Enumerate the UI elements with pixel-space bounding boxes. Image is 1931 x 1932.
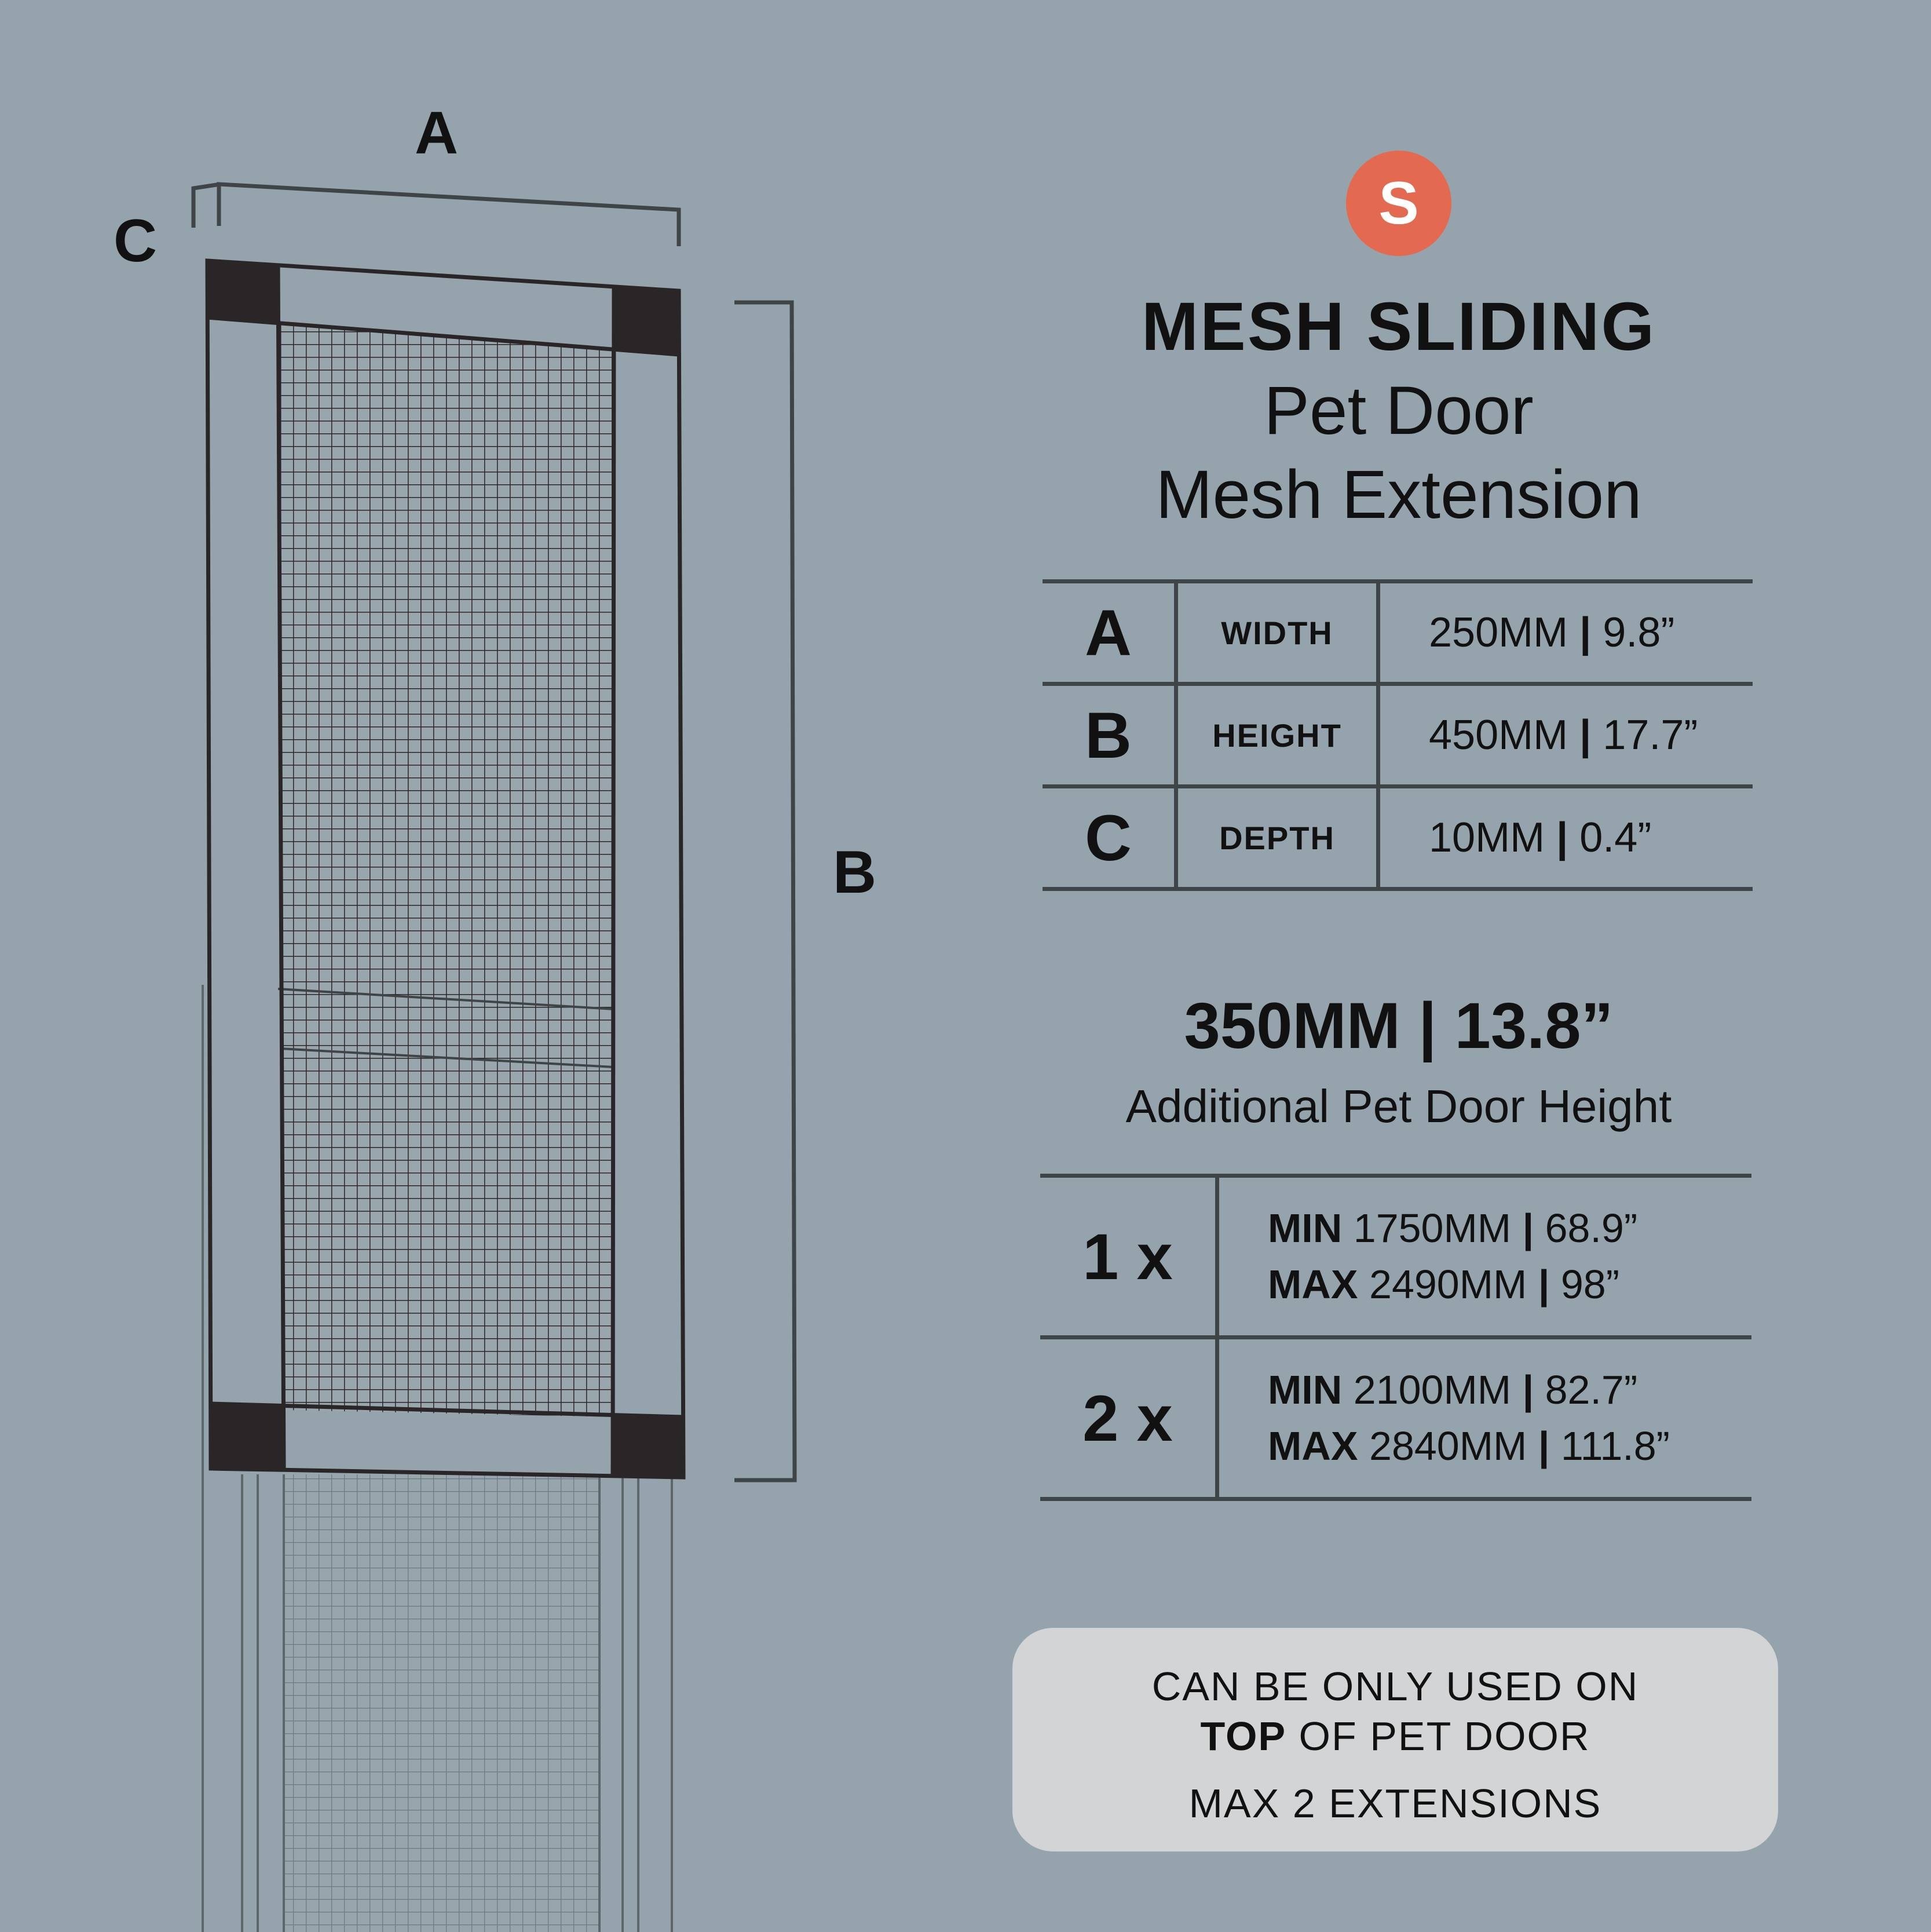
dimension-letter: B [1043,682,1178,788]
additional-height-label: Additional Pet Door Height [1125,1080,1672,1132]
extensions-table: 1 x MIN 1750MM | 68.9” MAX 2490MM | 98” … [1040,1174,1751,1501]
product-subtitle: Pet Door [1264,372,1534,449]
size-badge: S [1346,151,1451,256]
frame-corners [207,261,683,1477]
note-line-1: CAN BE ONLY USED ON [1151,1664,1639,1709]
dimension-brackets [191,182,797,1482]
note-line-3: MAX 2 EXTENSIONS [1188,1781,1602,1826]
mesh-extension-diagram [191,182,797,1932]
dimension-name: HEIGHT [1176,682,1380,788]
dimension-value: 10MM | 0.4” [1378,784,1753,891]
frame [205,258,686,1480]
dimension-letter: C [1043,784,1178,891]
note-line-2: TOP OF PET DOOR [1200,1714,1590,1759]
dimension-name: DEPTH [1176,784,1380,891]
dimension-letter: A [1043,579,1178,686]
extension-row-1: 1 x MIN 1750MM | 68.9” MAX 2490MM | 98” [1040,1174,1751,1339]
additional-height-value: 350MM | 13.8” [1184,989,1614,1062]
product-title: MESH SLIDING [1141,288,1656,365]
dimension-value: 250MM | 9.8” [1378,579,1753,686]
product-variant: Mesh Extension [1155,456,1642,533]
dimension-row-a: A WIDTH 250MM | 9.8” [1043,579,1753,686]
dimension-row-c: C DEPTH 10MM | 0.4” [1043,784,1753,891]
extension-qty: 1 x [1040,1174,1219,1339]
bracket-a [217,182,681,246]
usage-note: CAN BE ONLY USED ON TOP OF PET DOOR MAX … [1012,1628,1778,1851]
bracket-b [734,300,797,1482]
dimension-label-c: C [114,207,158,275]
dimension-label-b: B [833,839,877,906]
dimension-name: WIDTH [1176,579,1380,686]
dimensions-table: A WIDTH 250MM | 9.8” B HEIGHT 450MM | 17… [1043,579,1753,891]
extension-range: MIN 1750MM | 68.9” MAX 2490MM | 98” [1217,1174,1751,1339]
extension-row-2: 2 x MIN 2100MM | 82.7” MAX 2840MM | 111.… [1040,1335,1751,1501]
lower-extension-lines [241,1474,673,1932]
extension-range: MIN 2100MM | 82.7” MAX 2840MM | 111.8” [1217,1335,1751,1501]
dimension-value: 450MM | 17.7” [1378,682,1753,788]
dimension-label-a: A [415,100,459,167]
dimension-row-b: B HEIGHT 450MM | 17.7” [1043,682,1753,788]
bracket-c [191,182,221,228]
mesh-panel [278,323,614,1417]
extension-qty: 2 x [1040,1335,1219,1501]
